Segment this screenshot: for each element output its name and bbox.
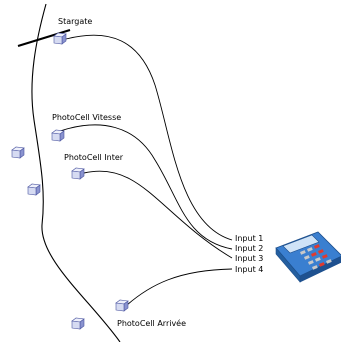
device-keypad: [299, 244, 332, 270]
spare-sensor-icon: [27, 183, 41, 196]
photocell-finish-icon: [115, 299, 129, 312]
photocell-inter-icon: [71, 167, 85, 180]
wire-stargate-input-1: [65, 34, 233, 241]
wire-photocell-inter-input-3: [83, 170, 233, 259]
stargate-gate-bar: [17, 28, 71, 48]
stargate-label: Stargate: [58, 17, 92, 26]
input-4-label: Input 4: [235, 265, 263, 274]
course-track: [31, 3, 121, 342]
input-2-label: Input 2: [235, 244, 263, 253]
spare-sensor-icon: [71, 317, 85, 330]
stargate-sensor-icon: [53, 32, 67, 45]
wire-photocell-finish-input-4: [126, 268, 233, 306]
photocell-speed-icon: [51, 129, 65, 142]
timing-device-icon: [275, 231, 341, 283]
photocell-inter-label: PhotoCell Inter: [64, 153, 124, 162]
input-1-label: Input 1: [235, 234, 263, 243]
spare-sensor-icon: [11, 146, 25, 159]
photocell-speed-label: PhotoCell Vitesse: [52, 113, 121, 122]
wire-photocell-speed-input-2: [59, 124, 233, 250]
input-3-label: Input 3: [235, 254, 263, 263]
photocell-finish-label: PhotoCell Arrivée: [117, 318, 186, 328]
